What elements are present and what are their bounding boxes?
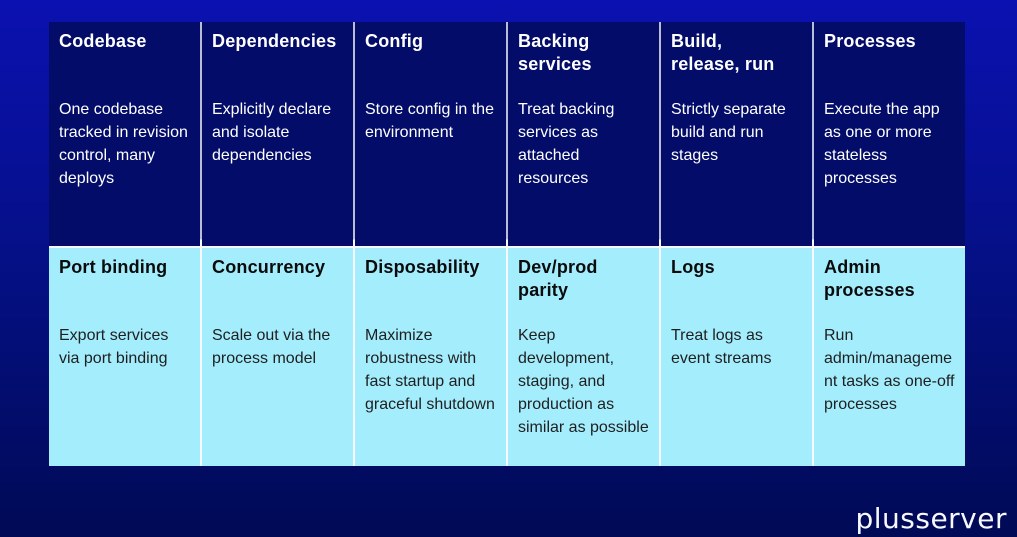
factor-description: Keep development, staging, and productio… (518, 327, 649, 436)
factor-title: Port binding (59, 257, 168, 277)
factor-description: Store config in the environment (365, 101, 494, 141)
plusserver-logo: plusserver (855, 502, 1007, 535)
factor-cell-port-binding: Port binding Export services via port bi… (49, 248, 200, 466)
factor-title: Dependencies (212, 31, 337, 51)
factor-cell-processes: Processes Execute the app as one or more… (814, 22, 965, 246)
factor-description: Scale out via the process model (212, 327, 331, 367)
factor-title: Admin processes (824, 257, 915, 300)
factor-description: Explicitly declare and isolate dependenc… (212, 101, 332, 164)
factor-description: Maximize robustness with fast startup an… (365, 327, 495, 413)
factor-description: Treat backing services as attached resou… (518, 101, 615, 187)
factor-cell-backing-services: Backing services Treat backing services … (508, 22, 659, 246)
factor-cell-codebase: Codebase One codebase tracked in revisio… (49, 22, 200, 246)
factor-cell-dev-prod-parity: Dev/prod parity Keep development, stagin… (508, 248, 659, 466)
factor-description: Execute the app as one or more stateless… (824, 101, 940, 187)
factor-cell-admin-processes: Admin processes Run admin/management tas… (814, 248, 965, 466)
factor-title: Disposability (365, 257, 480, 277)
factor-description: Run admin/management tasks as one-off pr… (824, 327, 955, 413)
factor-title: Logs (671, 257, 715, 277)
factor-cell-concurrency: Concurrency Scale out via the process mo… (202, 248, 353, 466)
factor-description: One codebase tracked in revision control… (59, 101, 188, 187)
factor-cell-config: Config Store config in the environment (355, 22, 506, 246)
factor-title: Build, release, run (671, 31, 775, 74)
factor-title: Codebase (59, 31, 147, 51)
factor-cell-logs: Logs Treat logs as event streams (661, 248, 812, 466)
factor-description: Export services via port binding (59, 327, 169, 367)
factor-title: Config (365, 31, 424, 51)
factor-title: Processes (824, 31, 916, 51)
factor-description: Treat logs as event streams (671, 327, 772, 367)
factor-cell-disposability: Disposability Maximize robustness with f… (355, 248, 506, 466)
factor-title: Dev/prod parity (518, 257, 598, 300)
factor-cell-build-release-run: Build, release, run Strictly separate bu… (661, 22, 812, 246)
factor-title: Concurrency (212, 257, 326, 277)
factor-title: Backing services (518, 31, 592, 74)
factor-cell-dependencies: Dependencies Explicitly declare and isol… (202, 22, 353, 246)
factor-description: Strictly separate build and run stages (671, 101, 786, 164)
twelve-factor-table: Codebase One codebase tracked in revisio… (49, 22, 965, 466)
